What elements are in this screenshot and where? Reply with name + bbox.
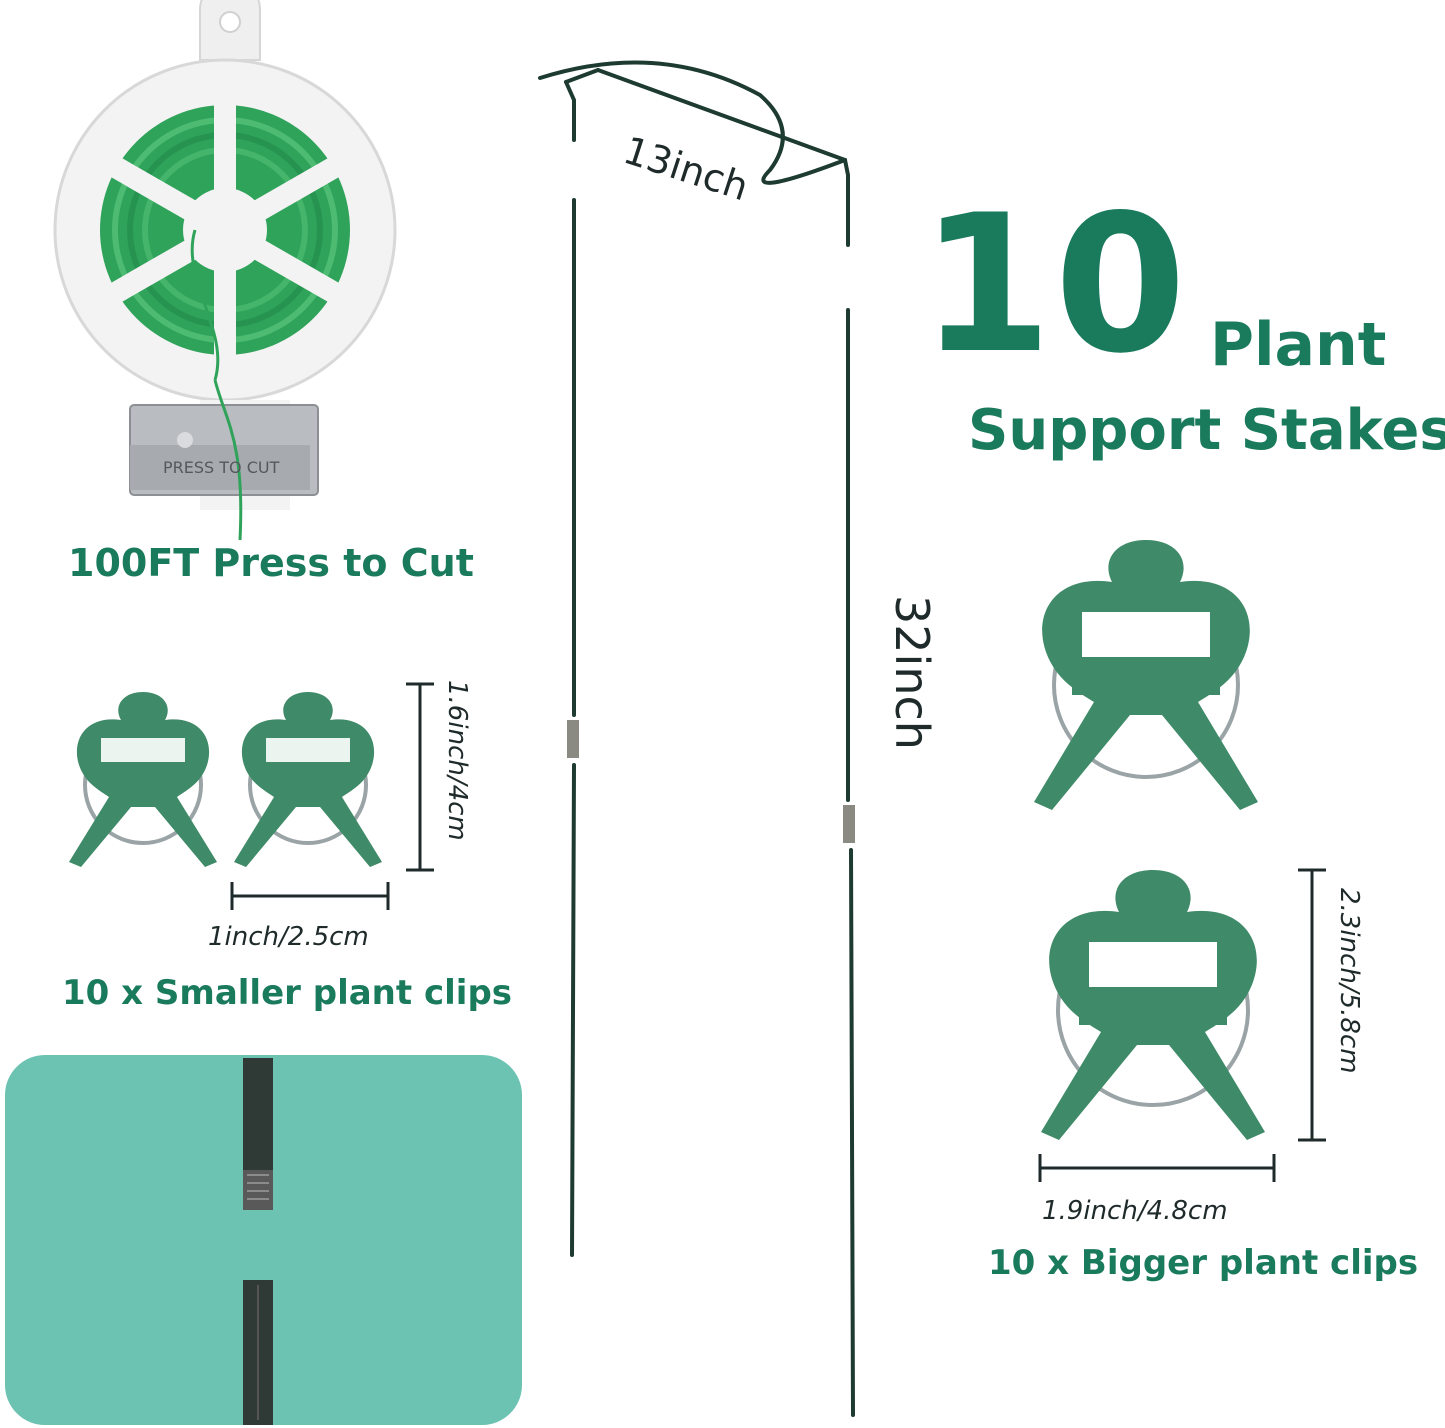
wire-spool-icon [53, 0, 397, 541]
plant-clip-icon [1034, 540, 1258, 810]
connector-closeup-panel [5, 1055, 522, 1425]
headline-line1: Plant [1210, 310, 1387, 380]
plant-clip-icon [1041, 870, 1265, 1140]
small-clip-height-label: 1.6inch/4cm [442, 680, 472, 841]
big-clip-height-label: 2.3inch/5.8cm [1334, 888, 1364, 1074]
stake-connector-icon [243, 1058, 273, 1425]
plant-clip-icon [69, 692, 217, 867]
stake-height-label: 32inch [885, 595, 939, 750]
big-clips-caption: 10 x Bigger plant clips [988, 1243, 1419, 1283]
stake-joint-left [567, 720, 579, 758]
spool-caption: 100FT Press to Cut [68, 541, 474, 585]
big-clip-width-label: 1.9inch/4.8cm [1042, 1196, 1228, 1226]
stake-joint-right [843, 805, 855, 843]
headline-line2: Support Stakes [968, 398, 1445, 463]
small-clips-caption: 10 x Smaller plant clips [62, 973, 513, 1013]
small-clip-width-label: 1inch/2.5cm [208, 922, 369, 952]
plant-clip-icon [234, 692, 382, 867]
small-clip-dimension-lines [230, 682, 434, 910]
headline-number: 10 [920, 174, 1189, 395]
big-clip-dimension-lines [1038, 868, 1326, 1182]
plant-stake-icon [538, 60, 855, 1417]
spool-cutter-text: PRESS TO CUT [163, 458, 280, 477]
